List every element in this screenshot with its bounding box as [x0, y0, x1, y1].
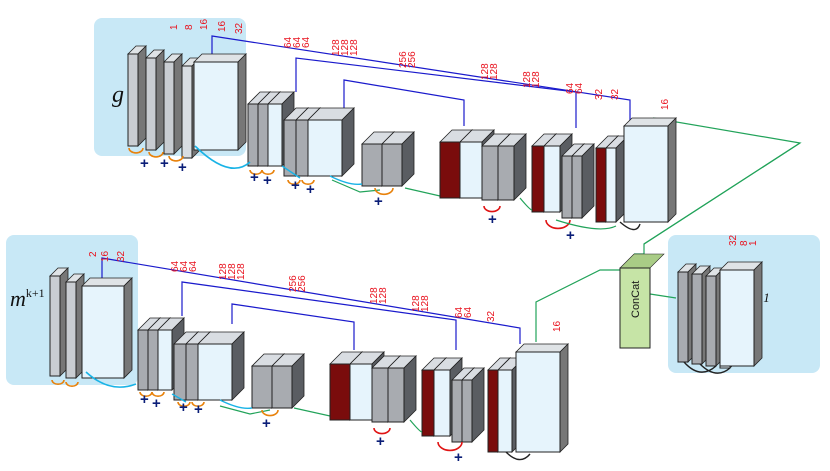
bot-bottleneck-b	[271, 353, 305, 409]
bot-plus-1: +	[140, 391, 149, 408]
top-skip-1-2: 128	[349, 39, 360, 56]
bot-plus-2: +	[152, 395, 161, 412]
bot-skip-0-1: 64	[179, 260, 190, 272]
bot-skip-4-1: 128	[420, 295, 431, 312]
bottom-in-ch-0: 2	[88, 251, 99, 257]
top-skip-3-0: 128	[480, 63, 491, 80]
top-skip-2-0: 256	[398, 51, 409, 68]
g-input-map-32	[193, 53, 247, 151]
top-skip-0-0: 64	[283, 36, 294, 48]
bot-skip-5-1: 64	[463, 306, 474, 318]
top-skip-4-0: 128	[522, 71, 533, 88]
bot-out-ch: 16	[552, 320, 563, 332]
bot-plus-5: +	[262, 415, 271, 432]
m-input-map-32	[81, 277, 133, 379]
concat-block: ConCat	[619, 253, 665, 349]
bot-skip-3-1: 128	[378, 287, 389, 304]
top-skip-6-1: 32	[610, 88, 621, 100]
g-input-slab-0	[127, 45, 147, 147]
bot-skip-1-2: 128	[236, 263, 247, 280]
top-skip-1-1: 128	[340, 39, 351, 56]
top-skip-1-0: 128	[331, 39, 342, 56]
bot-skip-0-0: 64	[170, 260, 181, 272]
channel-labels: 1 8 16 16 32 64 64 64 128 128 128 256 25…	[88, 18, 759, 332]
top-plus-2: +	[160, 155, 169, 172]
top-skip-5-1: 64	[574, 82, 585, 94]
top-plus-10: +	[566, 227, 575, 244]
top-in-ch-0: 1	[169, 24, 180, 30]
bot-skip-5-0: 64	[454, 306, 465, 318]
top-output-map	[623, 117, 677, 223]
top-skip-3-1: 128	[489, 63, 500, 80]
bot-enc2-c	[197, 331, 245, 401]
top-plus-3: +	[178, 159, 187, 176]
bot-skip-4-0: 128	[411, 295, 422, 312]
top-plus-7: +	[306, 181, 315, 198]
m-input-slab-0	[49, 267, 69, 377]
top-plus-4: +	[250, 169, 259, 186]
top-dec2-b	[571, 143, 595, 219]
symbol-g: g	[112, 82, 124, 108]
top-skip-5-0: 64	[565, 82, 576, 94]
bot-skip-6-0: 32	[486, 310, 497, 322]
bot-skip-2-0: 256	[288, 275, 299, 292]
g-input-slab-1	[145, 49, 165, 151]
top-skip-2-1: 256	[407, 51, 418, 68]
top-skip-6-0: 32	[594, 88, 605, 100]
bot-skip-3-0: 128	[369, 287, 380, 304]
bot-output-map	[515, 343, 569, 453]
top-skip-0-2: 64	[301, 36, 312, 48]
residual-arcs	[51, 145, 731, 461]
top-plus-6: +	[291, 177, 300, 194]
bot-dec2-b	[461, 367, 485, 443]
bot-plus-4: +	[194, 401, 203, 418]
out-ch-0: 32	[728, 234, 739, 246]
bot-skip-1-0: 128	[218, 263, 229, 280]
top-in-ch-1: 8	[184, 24, 195, 30]
top-plus-1: +	[140, 155, 149, 172]
bot-skip-2-1: 256	[297, 275, 308, 292]
bottom-in-ch-2: 32	[116, 250, 127, 262]
top-in-ch-2: 16	[199, 18, 210, 30]
symbol-m: mk+1	[10, 286, 45, 311]
top-plus-8: +	[374, 193, 383, 210]
top-bottleneck-b	[381, 131, 415, 187]
concat-label: ConCat	[630, 281, 642, 318]
top-skip-4-1: 128	[531, 71, 542, 88]
bot-skip-1-1: 128	[227, 263, 238, 280]
plus-signs: +++++++++++++++++	[140, 155, 575, 466]
out-ch-1: 8	[739, 240, 750, 246]
out-ch-2: 1	[748, 240, 759, 246]
bot-dec1-b	[387, 355, 417, 423]
top-skip-0-1: 64	[292, 36, 303, 48]
top-dec1-b	[497, 133, 527, 201]
top-out-ch: 16	[660, 98, 671, 110]
top-plus-5: +	[263, 172, 272, 189]
bot-plus-3: +	[179, 399, 188, 416]
bot-plus-6: +	[376, 433, 385, 450]
g-input-slab-2	[163, 53, 183, 155]
top-enc2-c	[307, 107, 355, 177]
bottom-in-ch-1: 16	[100, 250, 111, 262]
out-map	[719, 261, 763, 367]
bot-skip-0-2: 64	[188, 260, 199, 272]
bot-plus-7: +	[454, 449, 463, 466]
m-input-slab-1	[65, 273, 85, 379]
feature-maps	[49, 45, 763, 453]
top-plus-9: +	[488, 211, 497, 228]
top-in-ch-4: 32	[234, 22, 245, 34]
top-in-ch-3: 16	[217, 20, 228, 32]
